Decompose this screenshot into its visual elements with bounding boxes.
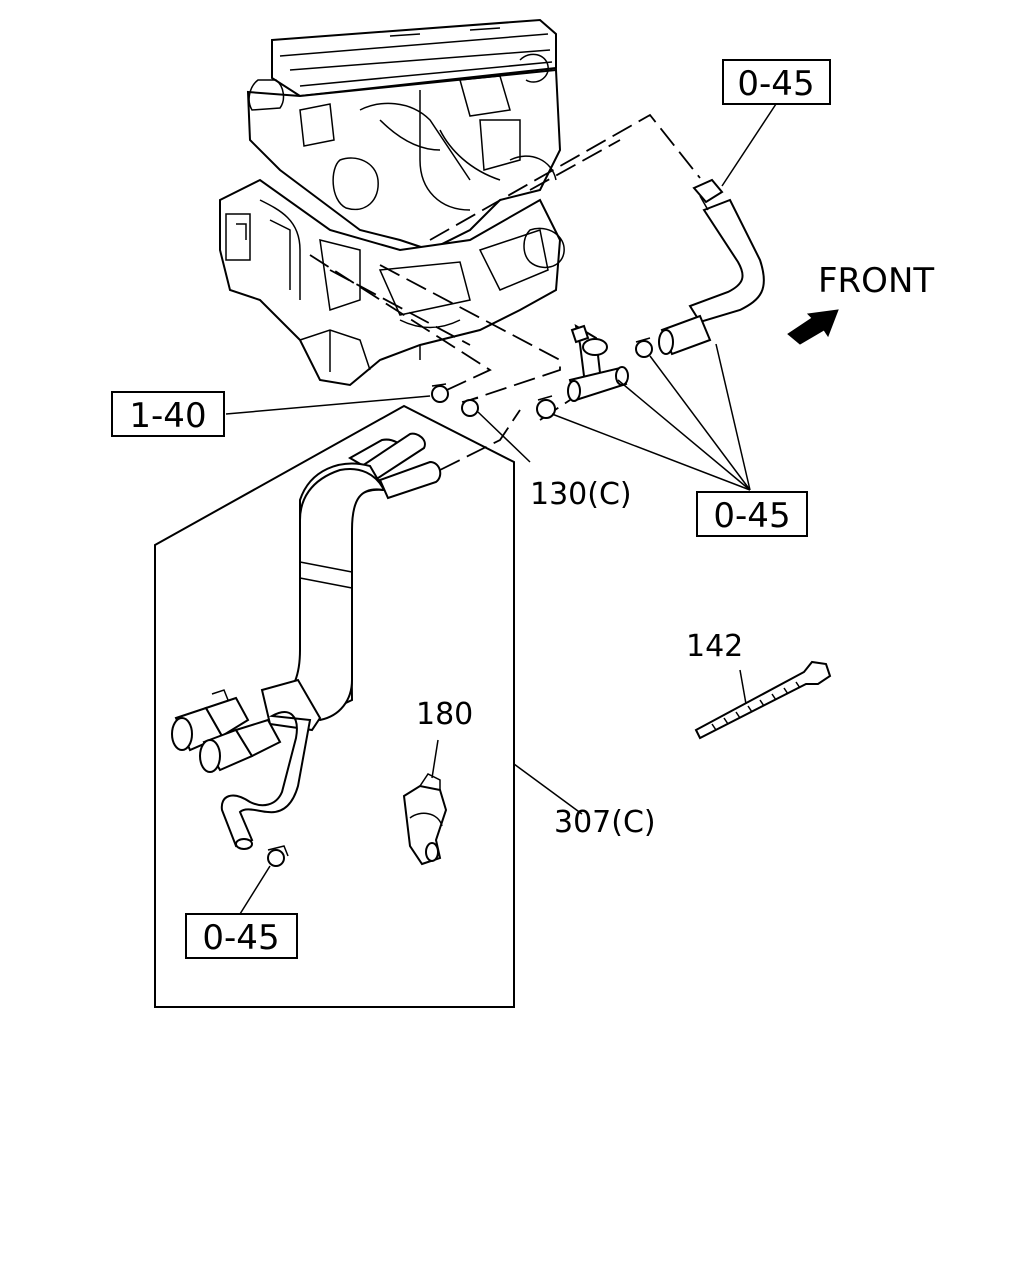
callout-ref-middle-right: 0-45 <box>696 491 808 537</box>
bolt-part <box>692 178 724 211</box>
ref-top-right-text: 0-45 <box>737 64 814 104</box>
engine-block <box>219 18 565 387</box>
ref-bottom-left-text: 0-45 <box>202 918 279 958</box>
part-clamp-label: 130(C) <box>530 477 632 512</box>
front-label: FRONT <box>818 261 934 301</box>
clip-part <box>402 773 448 866</box>
part-hose-assembly-label: 307(C) <box>554 805 656 840</box>
hose-assembly <box>171 432 442 850</box>
front-arrow-icon <box>787 309 839 345</box>
callout-ref-top-right: 0-45 <box>722 59 831 105</box>
upper-hose <box>658 198 765 356</box>
callout-ref-bottom-left: 0-45 <box>185 913 298 959</box>
callout-leaders <box>225 103 777 915</box>
part-tie-strap-label: 142 <box>686 629 743 664</box>
front-indicator: FRONT <box>787 261 934 345</box>
hose-clamp-group <box>431 337 653 419</box>
tie-strap-part <box>694 660 832 740</box>
part-clip-label: 180 <box>416 697 473 732</box>
callout-ref-left: 1-40 <box>111 391 225 437</box>
quick-connector-lower <box>199 718 282 773</box>
routing-lines <box>309 113 701 471</box>
hose-assembly-bracket <box>154 404 515 1008</box>
tee-connector <box>567 323 629 402</box>
lower-hose-clamp <box>267 845 289 867</box>
ref-middle-right-text: 0-45 <box>713 496 790 536</box>
ref-left-text: 1-40 <box>129 396 206 436</box>
